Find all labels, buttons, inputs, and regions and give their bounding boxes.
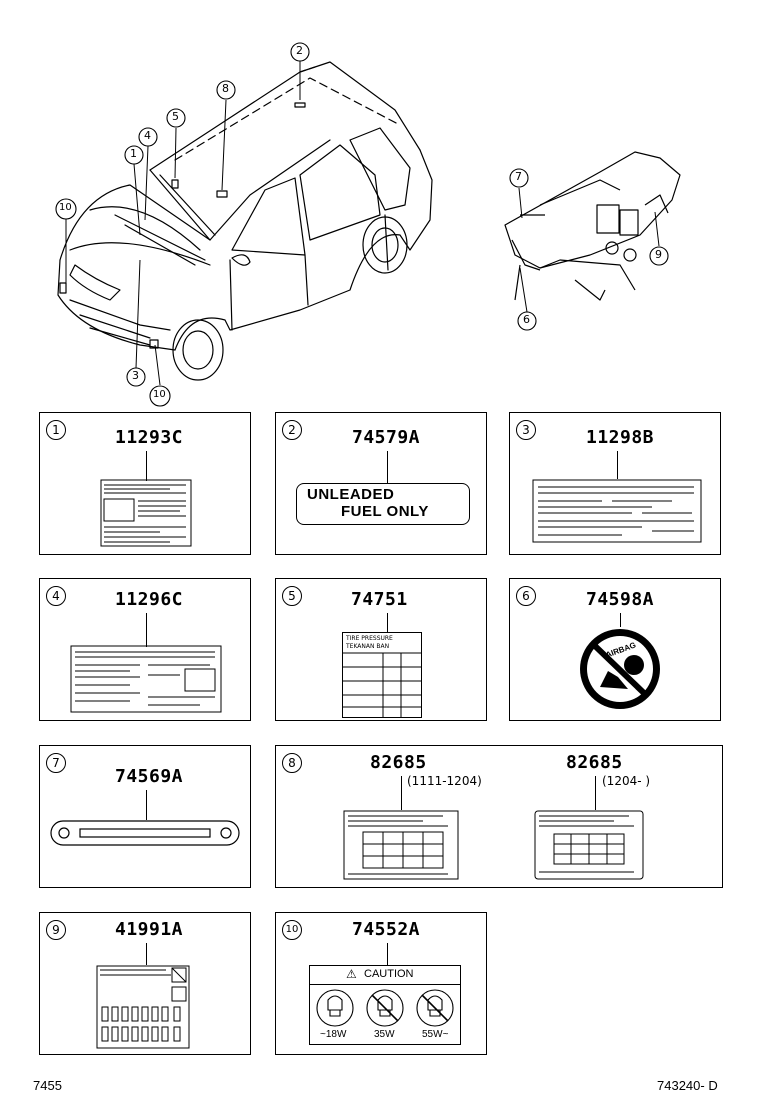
panel-8: 8 82685 (1111-1204) 82685 (1204- ) [275,745,723,888]
part-number: 41991A [115,919,184,940]
panel-9: 9 41991A [39,912,251,1055]
part-number: 74598A [586,589,655,610]
relay-label-icon [96,965,190,1049]
callout-5 [166,108,186,128]
footer-left-code: 7455 [33,1078,62,1093]
panel-number: 5 [282,586,302,606]
part-number: 11298B [586,427,655,448]
callout-2 [290,42,310,62]
part-number: 74579A [352,427,421,448]
fuse-label-icon-a [343,810,459,880]
caution-text: CAUTION [364,968,414,980]
caution-header: ⚠ CAUTION [310,966,460,985]
callout-1 [124,145,144,165]
callout-10-a [55,198,77,220]
part-number-b: 82685 [566,752,623,773]
callout-7 [509,168,529,188]
footer-right-code: 743240- D [657,1078,718,1093]
warning-triangle-icon: ⚠ [346,967,357,981]
tire-pressure-label: TIRE PRESSURE TEKANAN BAN [342,632,422,718]
panel-number: 2 [282,420,302,440]
fuse-label-icon-b [534,810,644,880]
part-number: 11293C [115,427,184,448]
date-range-b: (1204- ) [602,774,651,788]
panel-2: 2 74579A UNLEADED FUEL ONLY [275,412,487,555]
part-number: 74552A [352,919,421,940]
label-line-1: UNLEADED [307,486,395,503]
panel-number: 7 [46,753,66,773]
panel-3: 3 11298B [509,412,721,555]
part-number: 74569A [115,766,184,787]
panel-number: 4 [46,586,66,606]
panel-1: 1 11293C [39,412,251,555]
airbag-warning-icon: AIRBAG [580,629,660,709]
vehicle-illustration [55,42,681,407]
strip-label-icon [50,820,240,846]
label-line-1: TIRE PRESSURE [346,635,393,642]
callout-3 [126,367,146,387]
callout-9 [649,246,669,266]
part-number-a: 82685 [370,752,427,773]
panel-number: 6 [516,586,536,606]
label-line-2: TEKANAN BAN [346,643,390,650]
emission-info-label-icon [70,645,222,713]
panel-6: 6 74598A AIRBAG [509,578,721,721]
panel-10: 10 74552A ⚠ CAUTION ~18W 35W 55W~ [275,912,487,1055]
panel-5: 5 74751 TIRE PRESSURE TEKANAN BAN [275,578,487,721]
panel-number: 10 [282,920,302,940]
watt-label-35: 35W [374,1029,395,1040]
emission-label-icon [100,479,192,547]
date-range-a: (1111-1204) [407,774,482,788]
unleaded-fuel-label: UNLEADED FUEL ONLY [296,483,470,525]
callout-10-b [149,385,171,407]
panel-4: 4 11296C [39,578,251,721]
watt-label-18: ~18W [320,1029,347,1040]
panel-number: 8 [282,753,302,773]
panel-number: 1 [46,420,66,440]
panel-number: 9 [46,920,66,940]
vehicle-emission-label-icon [532,479,702,543]
bulb-caution-label: ⚠ CAUTION ~18W 35W 55W~ [309,965,461,1045]
label-line-2: FUEL ONLY [341,503,429,520]
callout-6 [517,311,537,331]
callout-8 [216,80,236,100]
panel-7: 7 74569A [39,745,251,888]
panel-number: 3 [516,420,536,440]
part-number: 11296C [115,589,184,610]
watt-label-55: 55W~ [422,1029,449,1040]
callout-4 [138,127,158,147]
part-number: 74751 [351,589,408,610]
